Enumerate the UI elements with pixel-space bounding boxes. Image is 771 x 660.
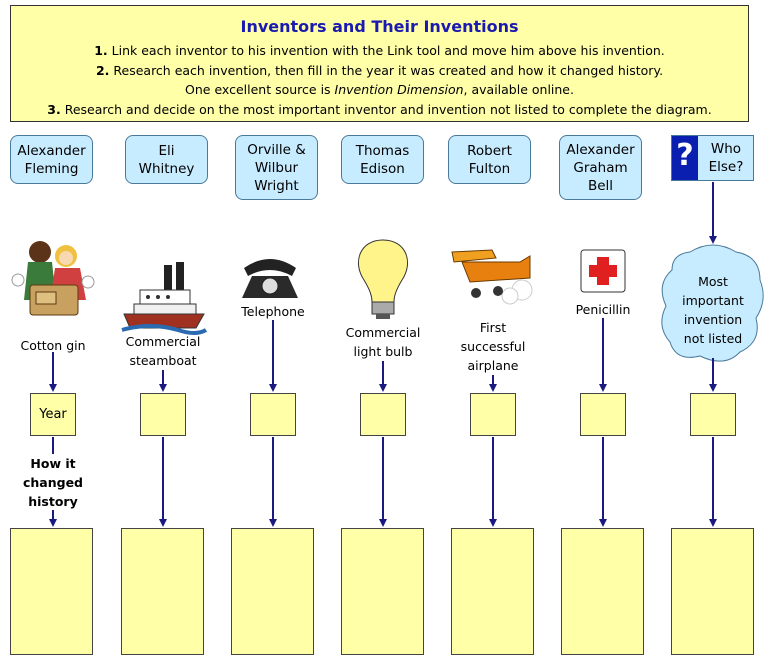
invention-steamboat: Commercial steamboat — [125, 334, 201, 368]
year-box-airplane[interactable] — [470, 393, 516, 436]
question-mark-icon: ? — [672, 136, 698, 180]
year-box-telephone[interactable] — [250, 393, 296, 436]
invention-not-listed: Most important invention not listed — [682, 274, 744, 346]
history-box-cotton-gin[interactable] — [10, 528, 93, 655]
instructions-panel: Inventors and Their Inventions 1. Link e… — [10, 5, 749, 122]
how-it-changed-history-label: How it changed history — [22, 456, 84, 509]
history-box-light-bulb[interactable] — [341, 528, 424, 655]
instruction-step-2: 2. Research each invention, then fill in… — [95, 62, 664, 78]
invention-cotton-gin: Cotton gin — [20, 338, 86, 353]
invention-penicillin: Penicillin — [575, 302, 631, 317]
invention-airplane: First successful airplane — [460, 320, 526, 373]
biplane-icon — [451, 249, 533, 305]
inventor-who-else[interactable]: ? Who Else? — [671, 135, 754, 181]
steamboat-icon — [121, 262, 208, 335]
light-bulb-icon — [357, 239, 409, 319]
year-box-penicillin[interactable] — [580, 393, 626, 436]
history-box-telephone[interactable] — [231, 528, 314, 655]
instruction-step-3: 3. Research and decide on the most impor… — [47, 101, 712, 117]
history-box-steamboat[interactable] — [121, 528, 204, 655]
page-title: Inventors and Their Inventions — [240, 17, 519, 36]
history-box-penicillin[interactable] — [561, 528, 644, 655]
instruction-source: One excellent source is Invention Dimens… — [185, 82, 574, 97]
cloud-shape — [661, 244, 764, 362]
telephone-icon — [242, 259, 298, 298]
history-box-airplane[interactable] — [451, 528, 534, 655]
year-box-light-bulb[interactable] — [360, 393, 406, 436]
year-box-not-listed[interactable] — [690, 393, 736, 436]
first-aid-icon — [580, 249, 626, 293]
history-box-not-listed[interactable] — [671, 528, 754, 655]
cotton-picking-kids-icon — [11, 241, 95, 316]
instruction-step-1: 1. Link each inventor to his invention w… — [94, 43, 665, 58]
year-box-cotton-gin[interactable]: Year — [30, 393, 76, 436]
invention-telephone: Telephone — [241, 304, 305, 319]
invention-light-bulb: Commercial light bulb — [345, 325, 421, 359]
year-box-steamboat[interactable] — [140, 393, 186, 436]
